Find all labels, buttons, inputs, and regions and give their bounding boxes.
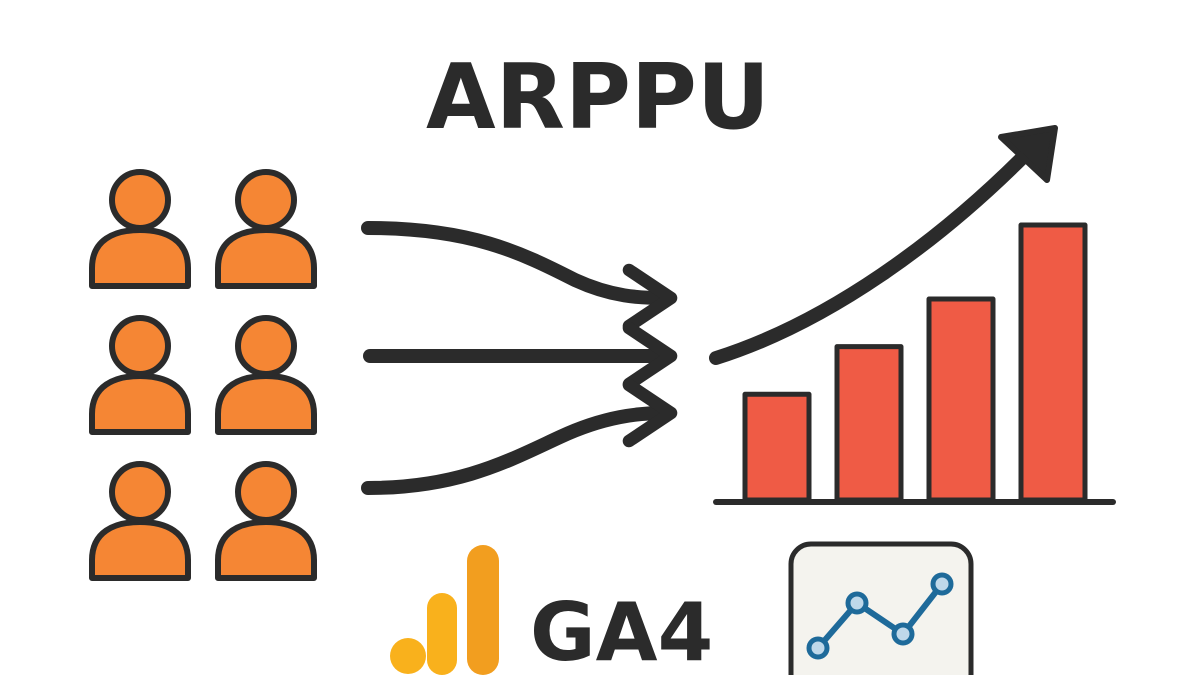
person-head <box>235 315 297 377</box>
bar-2 <box>834 344 904 503</box>
flow-arrow-top <box>361 221 678 333</box>
person-icon <box>215 461 317 581</box>
person-body <box>89 373 191 435</box>
person-head <box>235 169 297 231</box>
person-body <box>89 227 191 289</box>
line-chart-point <box>891 622 915 646</box>
person-body <box>215 227 317 289</box>
person-body <box>215 373 317 435</box>
trend-up-arrow-icon <box>709 125 1058 365</box>
flow-arrows <box>361 221 678 495</box>
diagram-title: ARPPU <box>426 45 770 150</box>
person-head <box>109 315 171 377</box>
person-icon <box>89 315 191 435</box>
person-body <box>215 519 317 581</box>
ga4-label: GA4 <box>530 586 713 675</box>
person-body <box>89 519 191 581</box>
ga4-logo-dot <box>390 638 426 674</box>
person-icon <box>215 169 317 289</box>
line-chart-point <box>930 572 954 596</box>
line-chart-point <box>806 636 830 660</box>
line-chart-line <box>815 582 945 650</box>
bar-1 <box>742 391 812 503</box>
bar-chart <box>742 222 1088 503</box>
person-icon <box>215 315 317 435</box>
ga4-logo-icon <box>390 545 499 675</box>
ga4-logo-bar-tall <box>467 545 499 675</box>
person-icon <box>89 461 191 581</box>
line-chart-card <box>788 541 974 675</box>
line-chart-point <box>845 591 869 615</box>
bar-4 <box>1018 222 1088 503</box>
flow-arrow-bottom <box>361 378 678 495</box>
bar-3 <box>926 296 996 503</box>
person-head <box>109 169 171 231</box>
person-head <box>235 461 297 523</box>
ga4-logo-bar-mid <box>427 593 457 675</box>
person-head <box>109 461 171 523</box>
person-icon <box>89 169 191 289</box>
line-chart-icon <box>788 541 974 675</box>
users-grid <box>89 169 317 581</box>
